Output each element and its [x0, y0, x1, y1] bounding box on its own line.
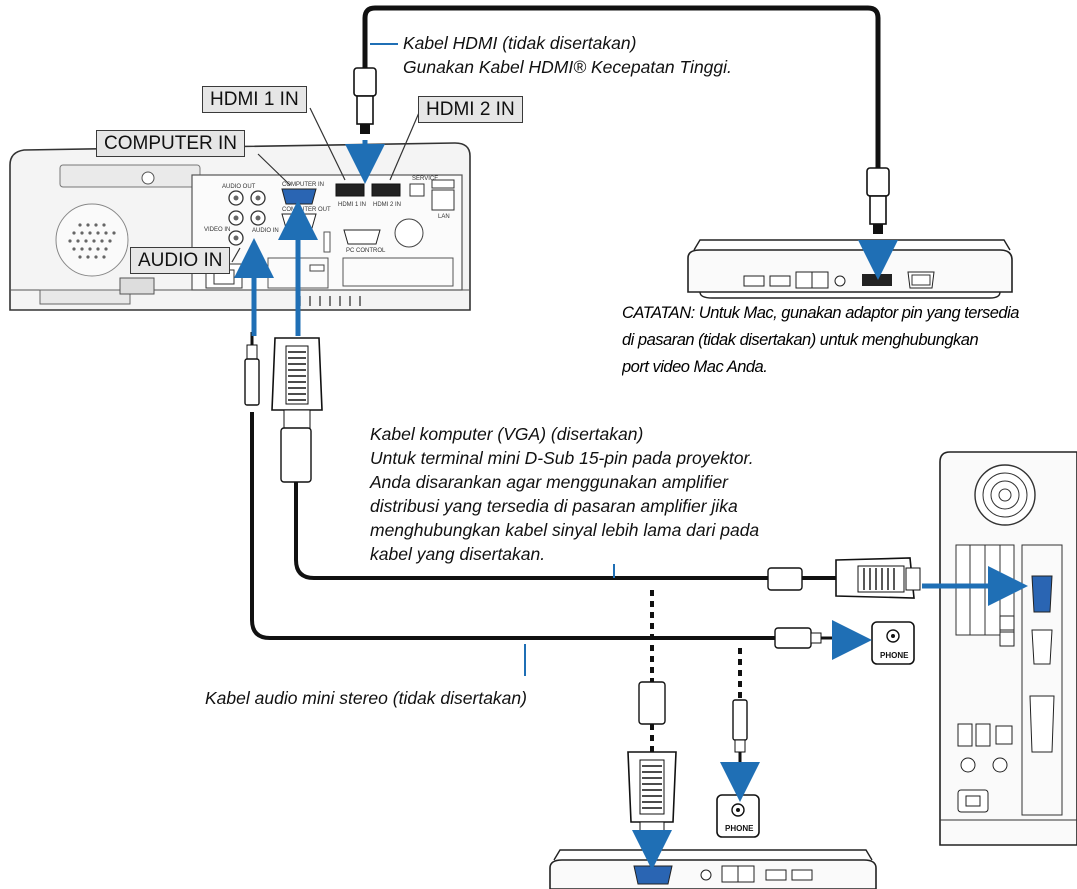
projector-audio-in-text: AUDIO IN: [252, 228, 279, 234]
hdmi-cable: [353, 5, 890, 234]
projector-computer-in-text: COMPUTER IN: [282, 182, 324, 188]
mac-note-line2: di pasaran (tidak disertakan) untuk meng…: [622, 331, 979, 349]
computer-in-port-label: COMPUTER IN: [96, 130, 245, 157]
vga-cable-caption-line3: Anda disarankan agar menggunakan amplifi…: [370, 472, 729, 492]
mac-note-line3: port video Mac Anda.: [622, 358, 768, 376]
speaker-grille: [55, 203, 129, 277]
mac-note-line1: CATATAN: Untuk Mac, gunakan adaptor pin …: [622, 304, 1019, 322]
phone-jack-icon-right: PHONE: [871, 621, 915, 665]
vga-cable-caption-line1: Kabel komputer (VGA) (disertakan): [370, 424, 644, 444]
hdmi1-port-label: HDMI 1 IN: [202, 86, 307, 113]
vga-cable-caption-line6: kabel yang disertakan.: [370, 544, 546, 564]
mac-note: CATATAN: Untuk Mac, gunakan adaptor pin …: [622, 300, 1077, 400]
laptop-vga: [549, 849, 877, 889]
hdmi2-port-label: HDMI 2 IN: [418, 96, 523, 123]
projector-lan-text: LAN: [438, 214, 450, 220]
connection-arrows: [234, 140, 1028, 870]
vga-cable-caption-line4: distribusi yang tersedia di pasaran ampl…: [370, 496, 738, 516]
hdmi-cable-caption-line1: Kabel HDMI (tidak disertakan): [403, 33, 637, 53]
alternate-laptop-cables: [627, 590, 748, 833]
projector-computer-out-text: COMPUTER OUT: [282, 207, 331, 213]
vga-cable: [271, 337, 921, 599]
hdmi-cable-caption-line2: Gunakan Kabel HDMI® Kecepatan Tinggi.: [403, 57, 732, 77]
phone-jack-label-right: PHONE: [880, 651, 909, 660]
projector-audio-out-text: AUDIO OUT: [222, 184, 256, 190]
projector-service-text: SERVICE: [412, 176, 438, 182]
projector-video-in-text: VIDEO IN: [204, 227, 230, 233]
phone-jack-label-bottom: PHONE: [725, 824, 754, 833]
projector-pc-control-text: PC CONTROL: [346, 248, 386, 254]
audio-in-port-label: AUDIO IN: [130, 247, 231, 274]
vga-cable-caption-line5: menghubungkan kabel sinyal lebih lama da…: [370, 520, 760, 540]
laptop-hdmi: [687, 239, 1013, 299]
projector-hdmi1-text: HDMI 1 IN: [338, 202, 366, 208]
audio-cable: [244, 332, 834, 676]
projector-hdmi2-text: HDMI 2 IN: [373, 202, 401, 208]
projector: AUDIO OUT COMPUTER IN COMPUTER OUT VIDEO…: [9, 142, 471, 311]
audio-cable-caption: Kabel audio mini stereo (tidak disertaka…: [205, 688, 527, 708]
vga-cable-caption-line2: Untuk terminal mini D-Sub 15-pin pada pr…: [370, 448, 754, 468]
desktop-pc: [939, 451, 1077, 846]
phone-jack-icon-bottom: PHONE: [716, 794, 760, 838]
